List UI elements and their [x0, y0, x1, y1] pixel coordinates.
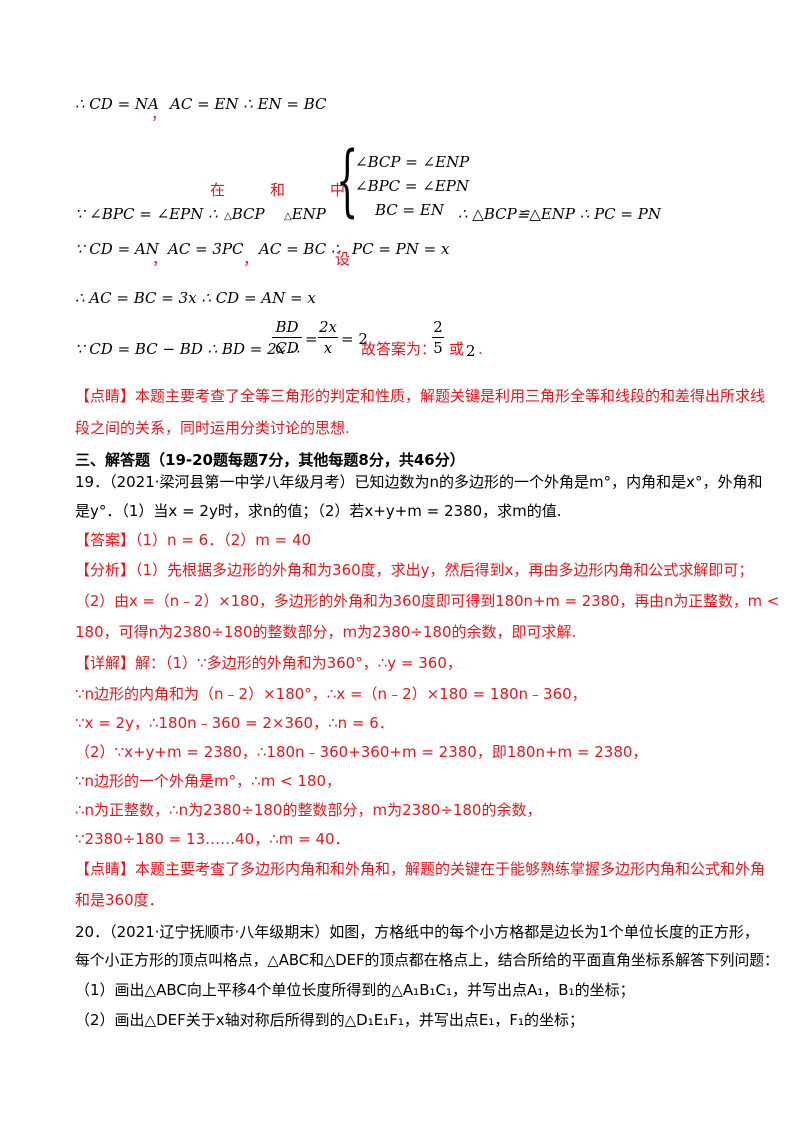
q19-analysis-2: （2）由x =（n﹣2）×180，多边形的外角和为360度即可得到180n+m … [75, 592, 780, 610]
fraction-2x-x: 2x x [318, 318, 338, 357]
fraction-2-5: 2 5 [432, 318, 444, 357]
word-zhong: 中 [330, 181, 346, 199]
fraction-numerator: 2x [318, 318, 337, 336]
q20-line-4: （2）画出△DEF关于x轴对称后所得到的△D₁E₁F₁，并写出点E₁，F₁的坐标… [75, 1011, 584, 1029]
system-line-2: ∠BPC = ∠EPN [355, 177, 470, 195]
fraction-bd-cd: BD CD [272, 318, 302, 357]
fraction-denominator: x [323, 339, 333, 357]
q20-line-2: 每个小正方形的顶点叫格点，△ABC和△DEF的顶点都在格点上，结合所给的平面直角… [75, 952, 779, 969]
comment-line-1: 【点睛】本题主要考查了全等三角形的判定和性质，解题关键是利用三角形全等和线段的和… [75, 387, 766, 405]
q19-comment-1: 【点睛】本题主要考查了多边形内角和和外角和，解题的关键在于能够熟练掌握多边形内角… [75, 860, 766, 878]
triangle-enp: △ENP [284, 205, 326, 223]
section-header: 三、解答题（19-20题每题7分，其他每题8分，共46分） [75, 451, 465, 469]
q19-line-2: 是y°．（1）当x = 2y时，求n的值；（2）若x+y+m = 2380，求m… [75, 502, 562, 520]
triangle-bcp-label: BCP [231, 205, 265, 223]
q19-analysis-1: 【分析】（1）先根据多边形的外角和为360度，求出y，然后得到x，再由多边形内角… [75, 561, 754, 579]
solution-line-2d: ∴ △BCP≌△ENP ∴ PC = PN [458, 205, 661, 223]
comma: ， [151, 105, 167, 123]
q20-line-1: 20．（2021·辽宁抚顺市·八年级期末）如图，方格纸中的每个小方格都是边长为1… [75, 923, 759, 941]
solution-line-5a: ∵ CD = BC − BD ∴ BD = 2x ∴ [75, 340, 300, 358]
period: . [478, 340, 483, 358]
word-he: 和 [270, 181, 286, 199]
word-or: 或 [449, 340, 465, 358]
fraction-bar [432, 337, 444, 338]
fraction-denominator: 5 [433, 339, 443, 357]
fraction-bar [318, 337, 338, 338]
triangle-bcp: △BCP [224, 205, 265, 223]
q19-answer: 【答案】（1）n = 6．（2）m = 40 [75, 531, 312, 549]
solution-line-3e: AC = BC ∴ [259, 240, 341, 258]
q19-detail-5: ∵n边形的一个外角是m°，∴m < 180， [75, 772, 342, 790]
solution-line-3g: PC = PN = x [352, 240, 450, 258]
system-line-1: ∠BCP = ∠ENP [355, 153, 470, 171]
solution-line-1c: AC = EN ∴ EN = BC [170, 95, 327, 113]
q19-line-1: 19．（2021·梁河县第一中学八年级月考）已知边数为n的多边形的一个外角是m°… [75, 473, 763, 491]
equals-two: = 2 [341, 330, 368, 348]
word-she: 设 [335, 250, 351, 268]
comment-line-2: 段之间的关系，同时运用分类讨论的思想. [75, 419, 350, 437]
fraction-denominator: CD [275, 339, 299, 357]
system-line-3: BC = EN [375, 201, 444, 219]
q19-detail-6: ∴n为正整数，∴n为2380÷180的整数部分，m为2380÷180的余数， [75, 801, 542, 819]
answer-label: 故答案为： [361, 340, 437, 358]
solution-line-3c: AC = 3PC [168, 240, 244, 258]
q19-detail-7: ∵2380÷180 = 13……40，∴m = 40． [75, 830, 350, 848]
fraction-bar [272, 337, 302, 338]
solution-line-2a: ∵ ∠BPC = ∠EPN ∴ [75, 205, 218, 223]
fraction-numerator: BD [275, 318, 299, 336]
solution-line-1a: ∴ CD = NA [75, 95, 159, 113]
q20-line-3: （1）画出△ABC向上平移4个单位长度所得到的△A₁B₁C₁，并写出点A₁，B₁… [75, 981, 635, 999]
solution-line-4: ∴ AC = BC = 3x ∴ CD = AN = x [75, 289, 316, 307]
comma: ， [152, 250, 168, 268]
triangle-enp-label: ENP [291, 205, 326, 223]
comma: ， [243, 250, 259, 268]
q19-detail-4: （2）∵x+y+m = 2380，∴180n﹣360+360+m = 2380，… [75, 743, 648, 761]
left-brace: { [336, 136, 359, 226]
q19-analysis-3: 180，可得n为2380÷180的整数部分，m为2380÷180的余数，即可求解… [75, 623, 577, 641]
equals-sign: = [305, 330, 318, 348]
q19-comment-2: 和是360度． [75, 891, 164, 909]
answer-two: 2 [466, 342, 476, 360]
fraction-numerator: 2 [433, 318, 443, 336]
q19-detail-2: ∵n边形的内角和为（n﹣2）×180°，∴x =（n﹣2）×180 = 180n… [75, 685, 587, 703]
solution-line-3a: ∵ CD = AN [75, 240, 159, 258]
q19-detail-3: ∵x = 2y，∴180n﹣360 = 2×360，∴n = 6． [75, 714, 394, 732]
q19-detail-1: 【详解】解：（1）∵多边形的外角和为360°，∴y = 360， [75, 654, 462, 672]
word-zai: 在 [210, 181, 226, 199]
